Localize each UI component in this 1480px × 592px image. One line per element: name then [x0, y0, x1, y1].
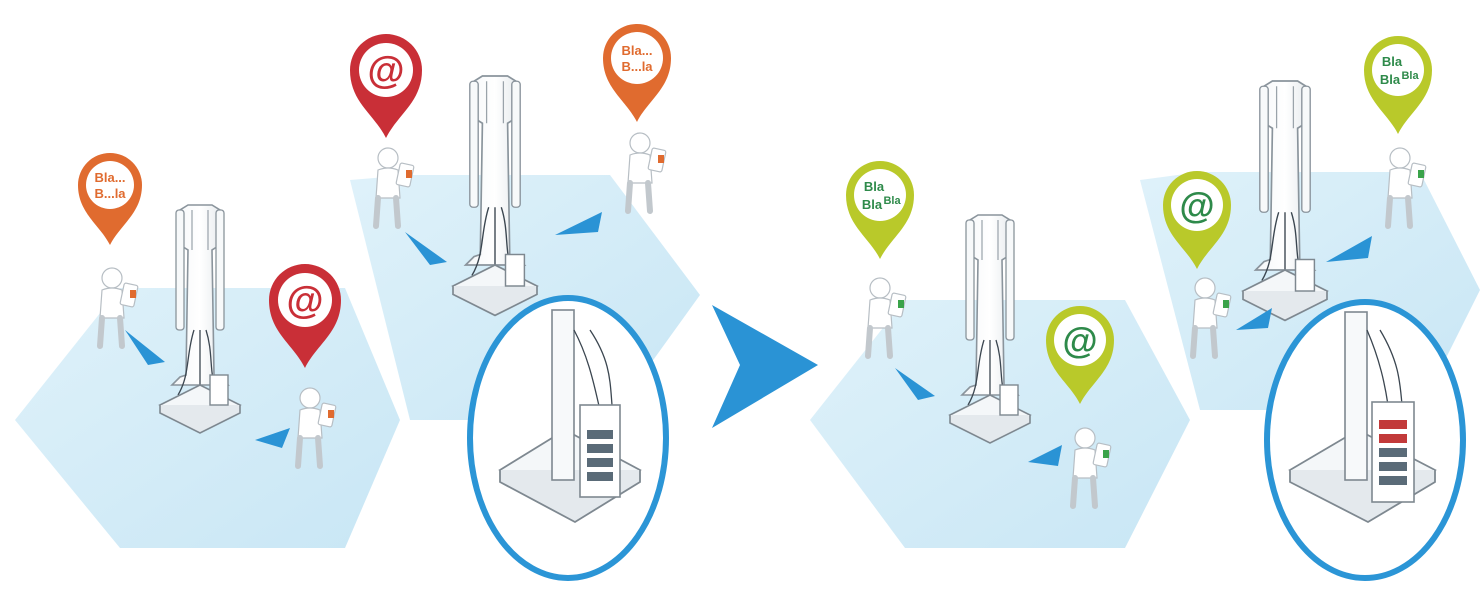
pin-green-2: Bla Bla Bla [1364, 36, 1432, 134]
zoom-detail-before [470, 298, 666, 578]
at-symbol: @ [1062, 320, 1097, 361]
pin-text-line2: Bla [1380, 72, 1401, 87]
at-symbol: @ [1179, 185, 1214, 226]
pin-text-line2: B...la [621, 59, 653, 74]
scene-before: Bla... B...la @ @ Bla... B...la [15, 24, 700, 578]
pin-text-line1: Bla [1382, 54, 1403, 69]
baseband-unit-icon [1372, 402, 1414, 502]
arrow-right-icon [712, 305, 818, 428]
person-with-phone-icon [628, 133, 666, 211]
pin-text-line2: B...la [94, 186, 126, 201]
at-symbol: @ [367, 50, 404, 92]
pin-orange-1: Bla... B...la [78, 153, 142, 245]
zoom-detail-after [1267, 302, 1463, 578]
pin-orange-2: Bla... B...la [603, 24, 671, 122]
pin-red-at-2: @ [350, 34, 422, 138]
pin-text-line2: Bla [862, 197, 883, 212]
pin-text-line1: Bla... [621, 43, 652, 58]
scene-after: Bla Bla Bla @ @ Bla Bla Bla [810, 36, 1480, 578]
pin-text-line2b: Bla [883, 195, 901, 207]
pin-text-line1: Bla... [94, 170, 125, 185]
pin-text-line1: Bla [864, 179, 885, 194]
pin-text-line2b: Bla [1401, 70, 1419, 82]
baseband-unit-icon [580, 405, 620, 497]
at-symbol: @ [286, 280, 323, 322]
pin-green-1: Bla Bla Bla [846, 161, 914, 259]
